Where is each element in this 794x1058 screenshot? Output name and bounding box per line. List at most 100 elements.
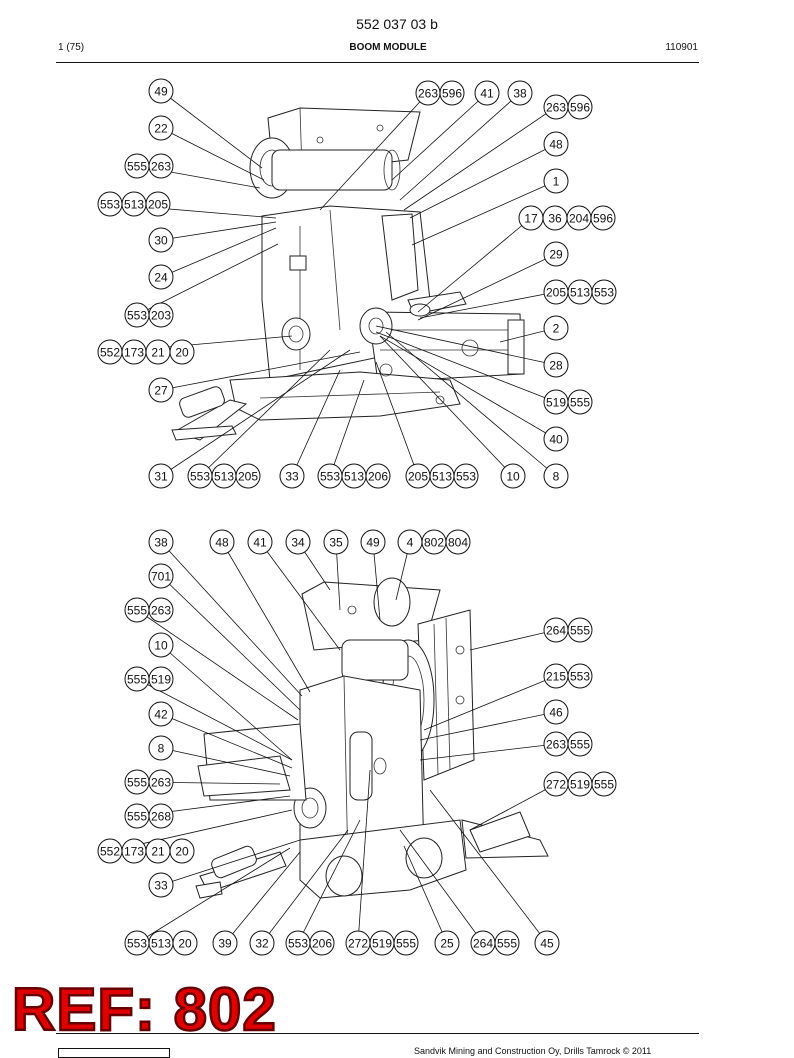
fig1-callout-circle — [439, 80, 465, 106]
fig1-callout-number: 205 — [238, 470, 258, 484]
fig1-callout-circle — [507, 80, 533, 106]
fig2-callout-group-7: 701 — [148, 563, 174, 589]
fig1-callout-number: 552 — [100, 346, 120, 360]
fig1-callout-circle — [591, 279, 617, 305]
fig1-callout-number: 519 — [546, 396, 566, 410]
fig2-callout-number: 553 — [288, 937, 308, 951]
fig2-callout-circle — [148, 701, 174, 727]
fig2-callout-circle — [148, 597, 174, 623]
fig1-callout-number: 30 — [154, 234, 168, 248]
fig2-leader-22 — [136, 847, 291, 944]
fig2-callout-group-21: 33 — [148, 872, 174, 898]
fig1-callout-number: 173 — [124, 346, 144, 360]
fig2-callout-circle — [323, 529, 349, 555]
fig2-callout-number: 555 — [570, 738, 590, 752]
fig1-leader-22 — [160, 349, 351, 477]
fig1-callout-number: 555 — [127, 160, 147, 174]
fig1-callout-circle — [474, 80, 500, 106]
fig1-callout-number: 38 — [513, 87, 527, 101]
fig1-callout-group-16: 2 — [543, 315, 569, 341]
fig1-leader-11 — [160, 221, 277, 241]
fig2-callout-number: 804 — [448, 536, 468, 550]
fig1-callout-number: 205 — [408, 470, 428, 484]
fig1-callout-number: 20 — [175, 346, 189, 360]
fig2-callout-number: 173 — [124, 845, 144, 859]
fig2-leader-7 — [160, 575, 301, 711]
fig2-callout-circle — [591, 771, 617, 797]
fig1-callout-number: 49 — [154, 85, 168, 99]
fig1-callout-number: 31 — [154, 470, 168, 484]
fig1-callout-number: 48 — [549, 138, 563, 152]
fig2-callout-group-10: 10 — [148, 632, 174, 658]
fig2-leader-15 — [160, 747, 291, 777]
fig1-callout-number: 553 — [456, 470, 476, 484]
fig1-callout-circle — [567, 389, 593, 415]
fig1-leader-4 — [403, 106, 557, 211]
fig2-callout-number: 555 — [594, 778, 614, 792]
fig2-leader-14 — [419, 711, 557, 741]
footer-rule — [56, 1033, 699, 1034]
fig1-callout-number: 28 — [549, 359, 563, 373]
fig2-callout-group-0: 38 — [148, 529, 174, 555]
fig2-callout-group-3: 34 — [285, 529, 311, 555]
fig1-callout-number: 205 — [148, 198, 168, 212]
fig2-callout-circle — [309, 930, 335, 956]
fig1-leader-18 — [375, 325, 557, 366]
fig1-callout-number: 203 — [151, 309, 171, 323]
header-rule — [56, 62, 699, 63]
fig1-callout-number: 553 — [100, 198, 120, 212]
fig1-callout-group-22: 31 — [148, 463, 174, 489]
fig1-callout-number: 27 — [154, 384, 168, 398]
fig2-callout-number: 34 — [291, 536, 305, 550]
fig2-callout-group-15: 8 — [148, 735, 174, 761]
fig1-callout-group-5: 22 — [148, 115, 174, 141]
fig2-callout-number: 555 — [127, 673, 147, 687]
fig1-callout-number: 596 — [593, 212, 613, 226]
fig1-callout-group-11: 30 — [148, 227, 174, 253]
fig2-leader-0 — [160, 541, 303, 697]
fig2-callout-group-13: 42 — [148, 701, 174, 727]
fig2-callout-number: 802 — [424, 536, 444, 550]
fig1-callout-circle — [590, 205, 616, 231]
fig1-callout-group-2: 41 — [474, 80, 500, 106]
fig1-callout-circle — [148, 78, 174, 104]
fig2-callout-group-23: 39 — [212, 930, 238, 956]
fig2-callout-circle — [148, 563, 174, 589]
fig2-callout-circle — [148, 632, 174, 658]
fig1-callout-circle — [543, 426, 569, 452]
fig1-callout-circle — [543, 463, 569, 489]
fig2-callout-circle — [148, 666, 174, 692]
fig2-leader-16 — [419, 743, 557, 761]
fig2-callout-circle — [567, 663, 593, 689]
fig1-callout-group-12: 29 — [543, 241, 569, 267]
fig1-callout-group-8: 1 — [543, 168, 569, 194]
fig1-callout-number: 513 — [214, 470, 234, 484]
fig1-callout-group-6: 48 — [543, 131, 569, 157]
fig2-callout-circle — [285, 529, 311, 555]
fig1-callout-number: 17 — [524, 212, 538, 226]
fig2-callout-number: 20 — [175, 845, 189, 859]
fig1-leader-23 — [199, 349, 331, 477]
fig2-callout-number: 553 — [570, 670, 590, 684]
fig1-callout-circle — [365, 463, 391, 489]
fig1-callout-number: 10 — [506, 470, 520, 484]
fig2-callout-circle — [172, 930, 198, 956]
reference-stamp: REF: 802 — [11, 976, 277, 1043]
fig1-callout-number: 204 — [569, 212, 589, 226]
fig2-callout-number: 272 — [348, 937, 368, 951]
fig2-callout-number: 555 — [570, 624, 590, 638]
fig2-callout-number: 10 — [154, 639, 168, 653]
fig1-leader-21 — [379, 335, 557, 440]
fig1-leader-13 — [160, 227, 277, 278]
fig2-callout-number: 49 — [366, 536, 380, 550]
fig1-callout-circle — [148, 463, 174, 489]
fig2-callout-circle — [434, 930, 460, 956]
footer-copyright: Sandvik Mining and Construction Oy, Dril… — [414, 1046, 652, 1056]
fig2-leader-11 — [423, 675, 557, 731]
